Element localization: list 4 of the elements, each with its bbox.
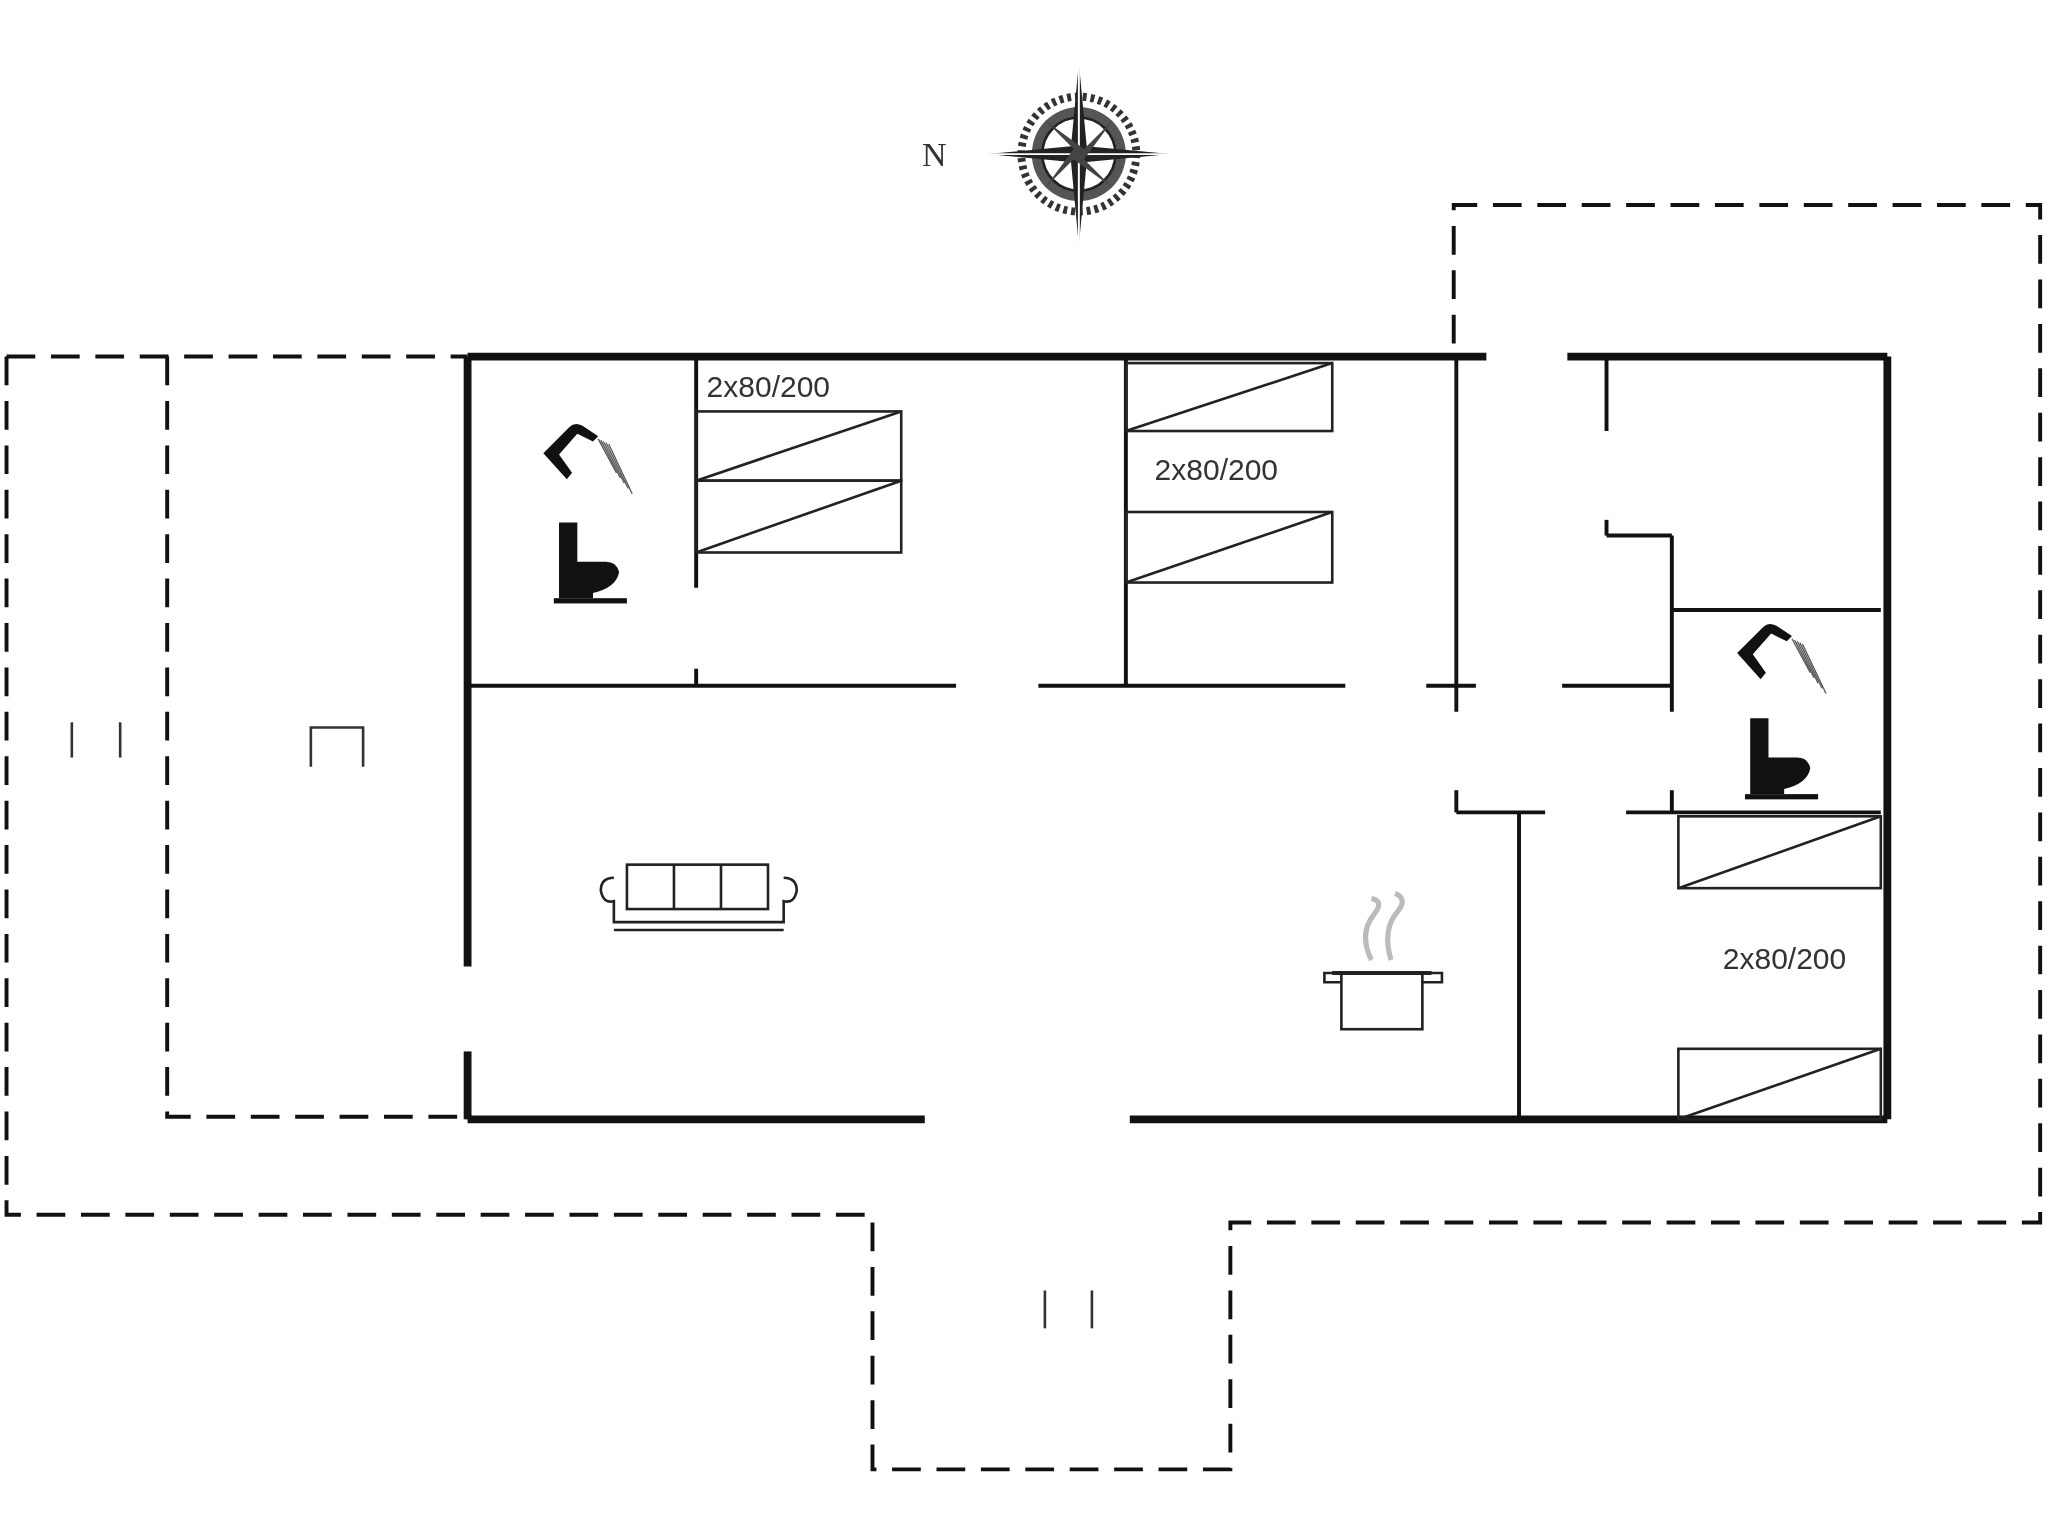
bed-size-label: 2x80/200 [1722, 944, 1847, 975]
bed-size-label: 2x80/200 [706, 372, 831, 403]
bed-size-label: 2x80/200 [1154, 454, 1279, 485]
north-label: N [922, 138, 947, 173]
